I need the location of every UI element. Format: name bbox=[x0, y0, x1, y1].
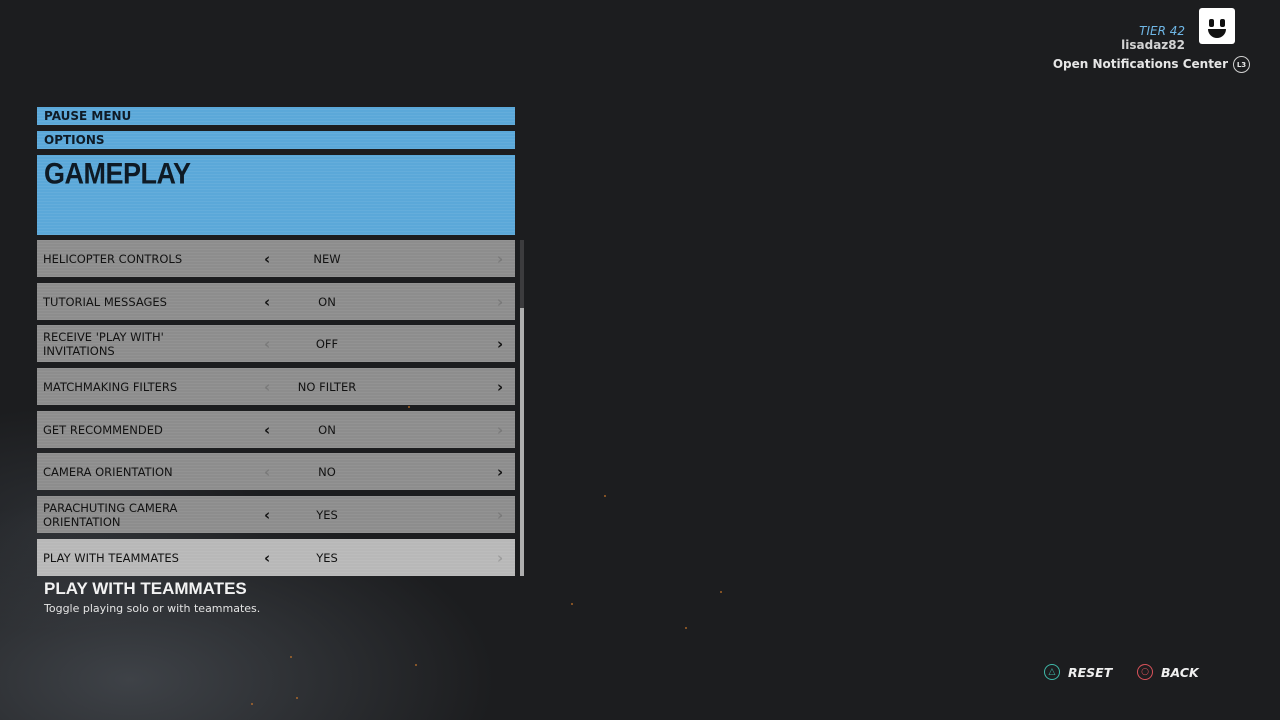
option-label: HELICOPTER CONTROLS bbox=[43, 251, 183, 266]
option-row-parachuting-camera-orientation[interactable]: PARACHUTING CAMERA ORIENTATION ‹ YES › bbox=[37, 496, 515, 533]
option-value: ON bbox=[318, 294, 336, 309]
open-notifications-center-link[interactable]: Open Notifications Center bbox=[1052, 57, 1228, 71]
arrow-left-icon[interactable]: ‹ bbox=[264, 292, 271, 311]
option-value: OFF bbox=[315, 336, 339, 351]
player-username: lisadaz82 bbox=[1121, 38, 1185, 52]
ember-particle bbox=[251, 703, 253, 705]
reset-button[interactable]: △ RESET bbox=[1044, 664, 1112, 680]
arrow-left-icon: ‹ bbox=[264, 334, 271, 353]
arrow-left-icon[interactable]: ‹ bbox=[264, 548, 271, 567]
breadcrumb-options[interactable]: OPTIONS bbox=[37, 131, 515, 149]
avatar[interactable] bbox=[1199, 8, 1235, 44]
page-title-panel: GAMEPLAY bbox=[37, 155, 515, 235]
option-value: NO FILTER bbox=[297, 379, 357, 394]
ember-particle bbox=[685, 627, 687, 629]
arrow-right-icon: › bbox=[497, 292, 504, 311]
ember-particle bbox=[408, 406, 410, 408]
option-row-tutorial-messages[interactable]: TUTORIAL MESSAGES ‹ ON › bbox=[37, 283, 515, 320]
option-row-camera-orientation[interactable]: CAMERA ORIENTATION ‹ NO › bbox=[37, 453, 515, 490]
circle-icon: ○ bbox=[1137, 664, 1153, 680]
ember-particle bbox=[296, 697, 298, 699]
arrow-left-icon[interactable]: ‹ bbox=[264, 249, 271, 268]
arrow-right-icon: › bbox=[497, 420, 504, 439]
player-tier: TIER 42 bbox=[1139, 24, 1185, 38]
option-value: NEW bbox=[313, 251, 341, 266]
breadcrumb-pause-menu-label: PAUSE MENU bbox=[44, 109, 132, 123]
arrow-right-icon[interactable]: › bbox=[497, 462, 504, 481]
ember-particle bbox=[571, 603, 573, 605]
triangle-icon: △ bbox=[1044, 664, 1060, 680]
back-button[interactable]: ○ BACK bbox=[1137, 664, 1199, 680]
arrow-left-icon[interactable]: ‹ bbox=[264, 505, 271, 524]
arrow-right-icon: › bbox=[497, 249, 504, 268]
ember-particle bbox=[415, 664, 417, 666]
page-title: GAMEPLAY bbox=[44, 157, 191, 190]
option-value: YES bbox=[316, 507, 338, 522]
ember-particle bbox=[720, 591, 722, 593]
option-row-matchmaking-filters[interactable]: MATCHMAKING FILTERS ‹ NO FILTER › bbox=[37, 368, 515, 405]
avatar-eye-icon bbox=[1209, 19, 1214, 27]
option-description-title: PLAY WITH TEAMMATES bbox=[44, 579, 247, 598]
option-label: CAMERA ORIENTATION bbox=[43, 464, 173, 479]
option-label: PLAY WITH TEAMMATES bbox=[43, 550, 179, 565]
option-row-play-with-teammates[interactable]: PLAY WITH TEAMMATES ‹ YES › bbox=[37, 539, 515, 576]
option-row-helicopter-controls[interactable]: HELICOPTER CONTROLS ‹ NEW › bbox=[37, 240, 515, 277]
arrow-left-icon[interactable]: ‹ bbox=[264, 420, 271, 439]
ember-particle bbox=[604, 495, 606, 497]
arrow-left-icon: ‹ bbox=[264, 462, 271, 481]
option-value: NO bbox=[318, 464, 336, 479]
breadcrumb-pause-menu[interactable]: PAUSE MENU bbox=[37, 107, 515, 125]
option-row-get-recommended[interactable]: GET RECOMMENDED ‹ ON › bbox=[37, 411, 515, 448]
ember-particle bbox=[290, 656, 292, 658]
l3-button-icon: L3 bbox=[1233, 56, 1250, 73]
option-label: PARACHUTING CAMERA ORIENTATION bbox=[43, 500, 178, 529]
option-label: TUTORIAL MESSAGES bbox=[43, 294, 167, 309]
option-value: ON bbox=[318, 422, 336, 437]
arrow-right-icon: › bbox=[497, 505, 504, 524]
back-label: BACK bbox=[1161, 664, 1199, 680]
option-value: YES bbox=[316, 550, 338, 565]
option-label: MATCHMAKING FILTERS bbox=[43, 379, 178, 394]
option-label: RECEIVE 'PLAY WITH' INVITATIONS bbox=[43, 329, 164, 358]
option-row-receive-play-with-invitations[interactable]: RECEIVE 'PLAY WITH' INVITATIONS ‹ OFF › bbox=[37, 325, 515, 362]
option-label: GET RECOMMENDED bbox=[43, 422, 163, 437]
reset-label: RESET bbox=[1068, 664, 1113, 680]
arrow-right-icon: › bbox=[497, 548, 504, 567]
avatar-mouth-icon bbox=[1208, 29, 1226, 38]
scrollbar-thumb[interactable] bbox=[520, 308, 524, 576]
breadcrumb-options-label: OPTIONS bbox=[44, 133, 105, 147]
arrow-left-icon: ‹ bbox=[264, 377, 271, 396]
arrow-right-icon[interactable]: › bbox=[497, 334, 504, 353]
option-description-text: Toggle playing solo or with teammates. bbox=[44, 602, 261, 615]
arrow-right-icon[interactable]: › bbox=[497, 377, 504, 396]
options-scrollbar[interactable] bbox=[520, 240, 524, 576]
avatar-eye-icon bbox=[1220, 19, 1225, 27]
